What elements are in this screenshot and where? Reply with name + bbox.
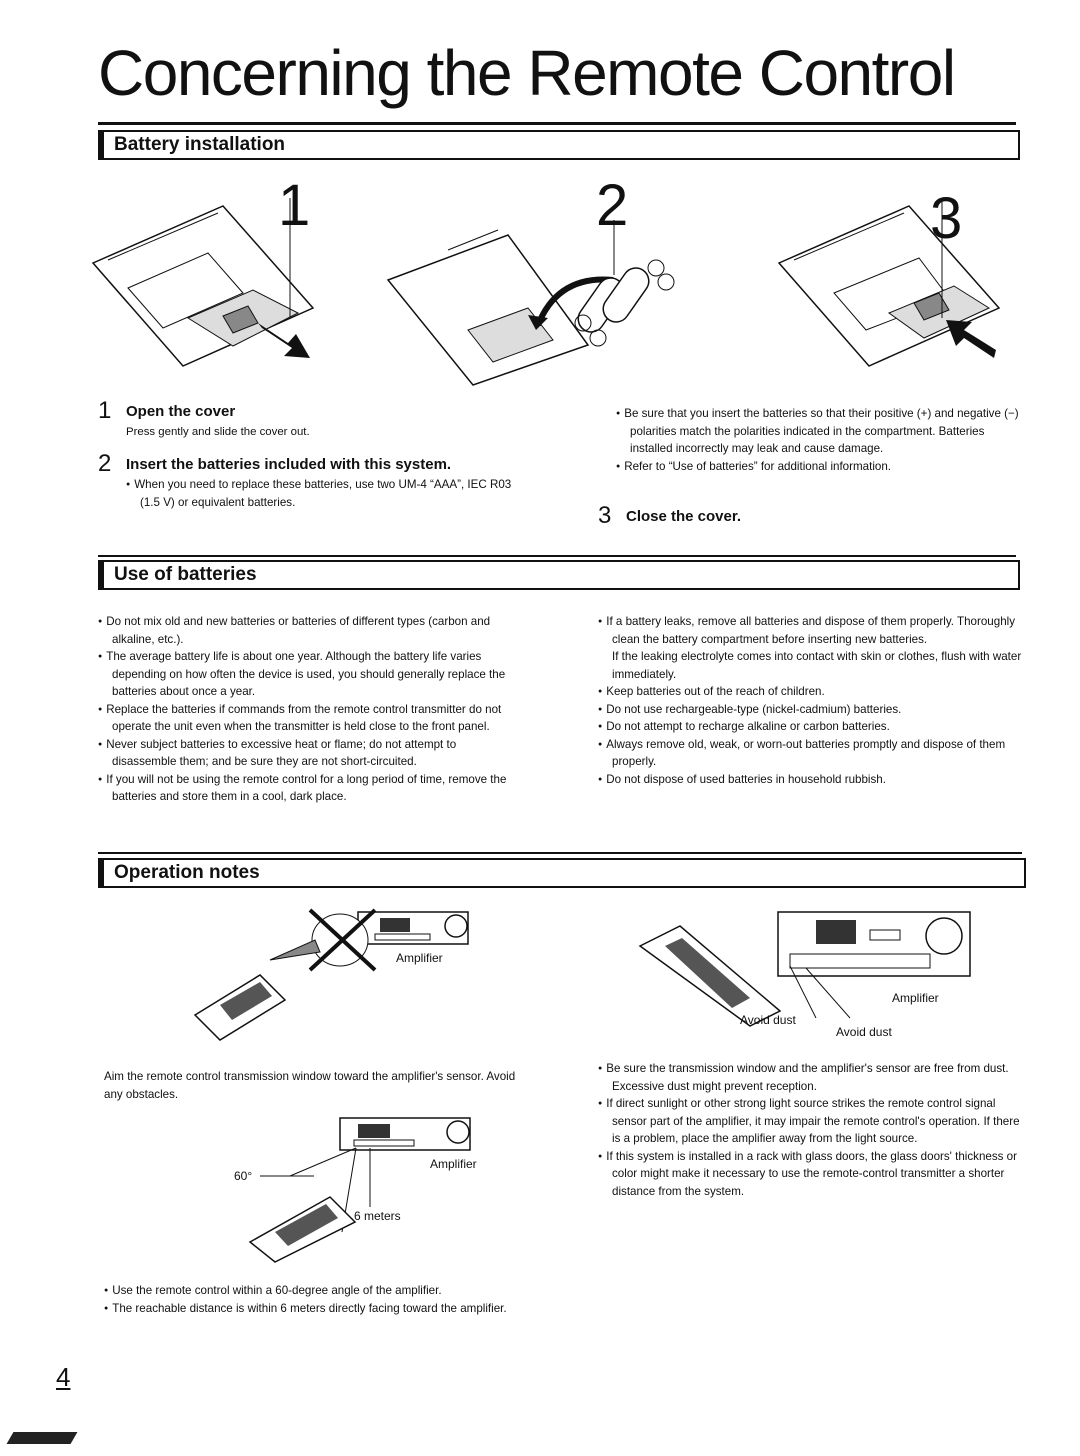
- label-amplifier: Amplifier: [892, 991, 939, 1005]
- bullet: Never subject batteries to excessive hea…: [98, 736, 518, 771]
- step-1: 1 Open the cover: [98, 397, 538, 424]
- bullet: If this system is installed in a rack wi…: [598, 1148, 1022, 1201]
- figure-close-cover: [777, 198, 1001, 367]
- step-title: Insert the batteries included with this …: [126, 456, 452, 473]
- step-2-text: When you need to replace these batteries…: [126, 476, 518, 511]
- figure-avoid-obstacles: Amplifier: [193, 908, 469, 1041]
- section-heading: Operation notes: [114, 862, 260, 883]
- section-rule: [98, 555, 1016, 557]
- step-number: 3: [598, 502, 612, 529]
- step-number: 2: [98, 450, 112, 477]
- bullet: If a battery leaks, remove all batteries…: [598, 613, 1022, 648]
- scan-corner-mark: [6, 1432, 78, 1444]
- step-3: 3 Close the cover.: [598, 502, 998, 529]
- section-heading: Battery installation: [114, 134, 286, 155]
- label-amplifier: Amplifier: [396, 951, 443, 965]
- step-1-text: Press gently and slide the cover out.: [126, 426, 310, 438]
- bullet: Do not use rechargeable-type (nickel-cad…: [598, 701, 1022, 719]
- bullet: Do not mix old and new batteries or batt…: [98, 613, 518, 648]
- bullet: Always remove old, weak, or worn-out bat…: [598, 736, 1022, 771]
- bullet: Be sure that you insert the batteries so…: [616, 405, 1020, 458]
- bullet: Use the remote control within a 60-degre…: [104, 1282, 528, 1300]
- section-operation-notes: Operation notes: [98, 858, 1026, 888]
- figure-insert-batteries: [386, 220, 675, 386]
- bullet: Refer to “Use of batteries” for addition…: [616, 458, 1020, 476]
- section-heading: Use of batteries: [114, 564, 257, 585]
- aim-text: Aim the remote control transmission wind…: [104, 1070, 516, 1101]
- step-number: 1: [98, 397, 112, 424]
- step-title: Open the cover: [126, 403, 236, 420]
- page-title: Concerning the Remote Control: [98, 37, 956, 109]
- bullet: If direct sunlight or other strong light…: [598, 1095, 1022, 1148]
- paragraph: If the leaking electrolyte comes into co…: [612, 650, 1022, 681]
- section-use-of-batteries: Use of batteries: [98, 560, 1020, 590]
- figure-number-2: 2: [596, 173, 629, 238]
- step-2: 2 Insert the batteries included with thi…: [98, 450, 538, 477]
- label-avoid-dust: Avoid dust: [836, 1025, 892, 1039]
- bullet: Keep batteries out of the reach of child…: [598, 683, 1022, 701]
- label-avoid-dust: Avoid dust: [740, 1013, 796, 1027]
- bullet: The reachable distance is within 6 meter…: [104, 1300, 528, 1318]
- use-of-batteries-right: If a battery leaks, remove all batteries…: [598, 613, 1022, 788]
- use-of-batteries-left: Do not mix old and new batteries or batt…: [98, 613, 518, 806]
- bullet: Do not attempt to recharge alkaline or c…: [598, 718, 1022, 736]
- section-rule: [98, 852, 1022, 854]
- label-angle: 60°: [234, 1169, 252, 1183]
- bullet: Replace the batteries if commands from t…: [98, 701, 518, 736]
- range-notes: Use the remote control within a 60-degre…: [104, 1282, 528, 1317]
- bullet: Do not dispose of used batteries in hous…: [598, 771, 1022, 789]
- operation-right-notes: Be sure the transmission window and the …: [598, 1060, 1022, 1200]
- bullet: When you need to replace these batteries…: [126, 476, 518, 511]
- label-amplifier: Amplifier: [430, 1157, 477, 1171]
- figure-avoid-dust: Amplifier Avoid dust Avoid dust: [638, 911, 971, 1039]
- page-number: 4: [56, 1362, 71, 1392]
- figure-number-1: 1: [278, 173, 311, 238]
- battery-notes: Be sure that you insert the batteries so…: [616, 405, 1020, 475]
- figure-open-cover: [91, 198, 315, 367]
- title-rule: [98, 122, 1016, 125]
- figure-number-3: 3: [930, 186, 963, 251]
- section-battery-installation: Battery installation: [98, 130, 1020, 160]
- bullet: Be sure the transmission window and the …: [598, 1060, 1022, 1095]
- figure-range: 60° Amplifier 6 meters: [234, 1117, 477, 1263]
- label-distance: 6 meters: [354, 1209, 401, 1223]
- bullet: If you will not be using the remote cont…: [98, 771, 518, 806]
- bullet: The average battery life is about one ye…: [98, 648, 518, 701]
- step-title: Close the cover.: [626, 508, 742, 525]
